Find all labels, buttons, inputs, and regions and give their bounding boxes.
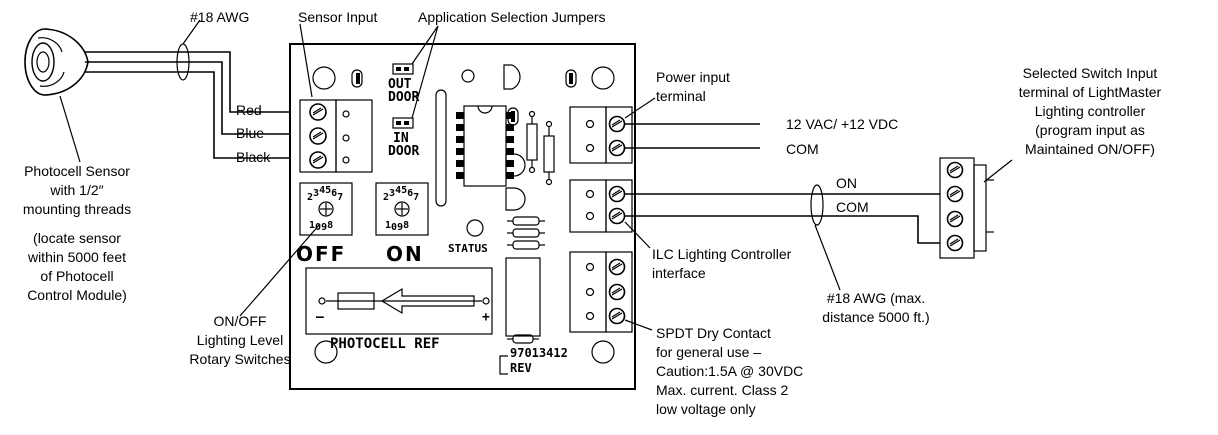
relay	[505, 257, 541, 337]
svg-text:Max. current. Class 2: Max. current. Class 2	[656, 382, 788, 398]
awg-max-distance-label: #18 AWG (max. distance 5000 ft.)	[822, 290, 929, 325]
jumper-in-door[interactable]	[392, 117, 414, 129]
off-rotary-switch[interactable]: 234567 1098	[299, 182, 353, 236]
svg-text:Lighting controller: Lighting controller	[1035, 103, 1146, 119]
on-wire-label: ON	[836, 175, 857, 191]
svg-text:terminal: terminal	[656, 88, 706, 104]
wire-red-label: Red	[236, 102, 262, 118]
com-wire-label: COM	[836, 199, 869, 215]
screw-red	[309, 103, 327, 121]
svg-text:Caution:1.5A @ 30VDC: Caution:1.5A @ 30VDC	[656, 363, 803, 379]
power-input-terminal	[569, 106, 633, 164]
svg-text:interface: interface	[652, 265, 706, 281]
svg-text:of Photocell: of Photocell	[40, 268, 113, 284]
ilc-interface-label: ILC Lighting Controller interface	[652, 246, 792, 281]
selected-switch-input-label: Selected Switch Input terminal of LightM…	[1019, 65, 1162, 157]
svg-text:terminal of LightMaster: terminal of LightMaster	[1019, 84, 1162, 100]
svg-text:low voltage only: low voltage only	[656, 401, 756, 417]
power-com-label: COM	[786, 141, 819, 157]
svg-text:Maintained ON/OFF): Maintained ON/OFF)	[1025, 141, 1155, 157]
svg-text:ILC Lighting Controller: ILC Lighting Controller	[652, 246, 792, 262]
jumper-in-label: IN	[393, 131, 409, 146]
svg-text:234567: 234567	[383, 185, 419, 203]
spdt-terminal	[569, 251, 633, 333]
svg-text:within 5000 feet: within 5000 feet	[27, 249, 126, 265]
status-label: STATUS	[448, 242, 488, 255]
awg-top-label: #18 AWG	[190, 9, 249, 25]
svg-text:distance 5000 ft.): distance 5000 ft.)	[822, 309, 929, 325]
power-12v-label: 12 VAC/ +12 VDC	[786, 116, 898, 132]
screw-black	[309, 151, 327, 169]
off-label: OFF	[296, 242, 346, 266]
resistor-array	[507, 216, 545, 250]
rev-label: REV	[510, 361, 532, 375]
svg-text:(program input as: (program input as	[1035, 122, 1145, 138]
svg-text:with 1/2″: with 1/2″	[49, 182, 103, 198]
status-led	[466, 219, 484, 237]
photocell-ref-potentiometer[interactable]	[305, 267, 493, 335]
jumper-out-label: OUT	[388, 77, 412, 92]
part-number: 97013412	[510, 346, 568, 360]
svg-text:234567: 234567	[307, 185, 343, 203]
svg-text:Selected Switch Input: Selected Switch Input	[1023, 65, 1158, 81]
spdt-contact-label: SPDT Dry Contact for general use – Cauti…	[656, 325, 803, 417]
application-jumpers-label: Application Selection Jumpers	[418, 9, 606, 25]
jumper-in-door-label: DOOR	[388, 144, 419, 159]
lightmaster-switch-input-terminal	[939, 157, 994, 259]
photocell-ref-label: PHOTOCELL REF	[330, 336, 440, 352]
wire-black-label: Black	[236, 149, 271, 165]
svg-text:SPDT Dry Contact: SPDT Dry Contact	[656, 325, 771, 341]
svg-text:mounting threads: mounting threads	[23, 201, 131, 217]
svg-text:for general use –: for general use –	[656, 344, 761, 360]
svg-text:Rotary Switches: Rotary Switches	[189, 351, 290, 367]
power-input-label: Power input terminal	[656, 69, 730, 104]
photocell-sensor-label: Photocell Sensor with 1/2″ mounting thre…	[23, 163, 131, 303]
on-label: ON	[386, 242, 424, 266]
photocell-sensor	[24, 28, 89, 96]
svg-text:1098: 1098	[385, 220, 409, 233]
ilc-terminal	[569, 179, 633, 233]
jumper-out-door-label: DOOR	[388, 90, 419, 105]
svg-text:Control Module): Control Module)	[27, 287, 127, 303]
minus-label: –	[316, 310, 324, 325]
rotary-switches-label: ON/OFF Lighting Level Rotary Switches	[189, 313, 290, 367]
on-rotary-switch[interactable]: 234567 1098	[375, 182, 429, 236]
svg-text:#18 AWG (max.: #18 AWG (max.	[827, 290, 925, 306]
sensor-input-terminal	[299, 99, 373, 173]
screw-blue	[309, 127, 327, 145]
svg-text:Power input: Power input	[656, 69, 730, 85]
plus-label: +	[482, 310, 490, 325]
svg-text:Photocell Sensor: Photocell Sensor	[24, 163, 130, 179]
wire-blue-label: Blue	[236, 125, 264, 141]
svg-text:Lighting Level: Lighting Level	[197, 332, 283, 348]
svg-text:ON/OFF: ON/OFF	[214, 313, 267, 329]
svg-text:(locate sensor: (locate sensor	[33, 230, 121, 246]
jumper-out-door[interactable]	[392, 63, 414, 75]
sensor-input-label: Sensor Input	[298, 9, 377, 25]
